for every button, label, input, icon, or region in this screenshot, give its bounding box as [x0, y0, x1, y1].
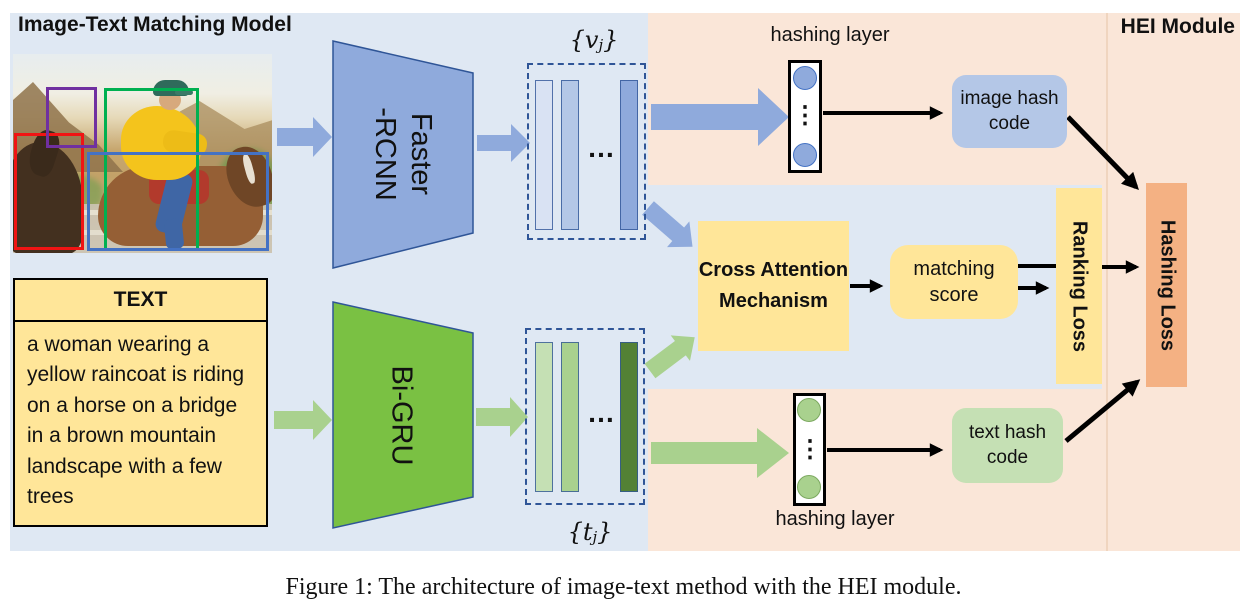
brace: { [569, 26, 585, 54]
ranking-loss-label: Ranking Loss [1068, 220, 1091, 353]
hashing-loss-box [1146, 183, 1187, 387]
v-letter: v [584, 26, 599, 54]
matching-score-box: matching score [890, 245, 1018, 319]
bi-gru-label: Bi-GRU [385, 365, 418, 466]
matching-model-title: Image-Text Matching Model [18, 13, 292, 36]
hashing-ellipsis: ⋮ [793, 101, 817, 129]
t-letter: t [582, 518, 593, 546]
image-feature-bar [535, 80, 553, 230]
cross-attention-box: Cross Attention Mechanism [698, 221, 849, 351]
brace: { [567, 518, 583, 546]
text-hash-code-box: text hash code [952, 408, 1063, 483]
hashing-layer-label-bottom: hashing layer [775, 508, 895, 530]
text-feature-bar [561, 342, 579, 492]
figure-caption: Figure 1: The architecture of image-text… [285, 574, 962, 600]
text-feature-bar [620, 342, 638, 492]
hashing-neuron [793, 66, 817, 90]
subscript-j: j [598, 36, 604, 54]
hashing-neuron [793, 143, 817, 167]
image-feature-bar [620, 80, 638, 230]
hashing-layer-label-top: hashing layer [770, 24, 890, 46]
text-input-caption: a woman wearing a yellow raincoat is rid… [27, 333, 245, 509]
hashing-ellipsis: ⋮ [798, 435, 822, 463]
text-input-header: TEXT [15, 280, 266, 322]
hei-region-divider [1106, 13, 1108, 551]
bbox-red [14, 133, 84, 250]
text-feature-box [525, 328, 645, 505]
photo-rider-cap-brim [175, 90, 193, 95]
text-feature-bar [535, 342, 553, 492]
hashing-neuron [797, 398, 821, 422]
hei-module-title: HEI Module [1120, 15, 1235, 38]
example-photo [13, 54, 272, 253]
image-feature-ellipsis: … [587, 132, 615, 163]
bbox-purple [46, 87, 97, 148]
brace: } [597, 518, 613, 546]
image-feature-box [527, 63, 646, 240]
bbox-blue [87, 152, 269, 251]
hashing-loss-label: Hashing Loss [1156, 219, 1179, 352]
text-input-box: TEXT a woman wearing a yellow raincoat i… [13, 278, 268, 527]
subscript-j: j [592, 528, 598, 546]
text-feature-ellipsis: … [587, 397, 615, 428]
brace: } [603, 26, 619, 54]
image-hash-code-box: image hash code [952, 75, 1067, 148]
ranking-loss-box [1056, 188, 1102, 384]
faster-rcnn-label: Faster -RCNN [369, 107, 438, 201]
hashing-neuron [797, 475, 821, 499]
image-feature-bar [561, 80, 579, 230]
